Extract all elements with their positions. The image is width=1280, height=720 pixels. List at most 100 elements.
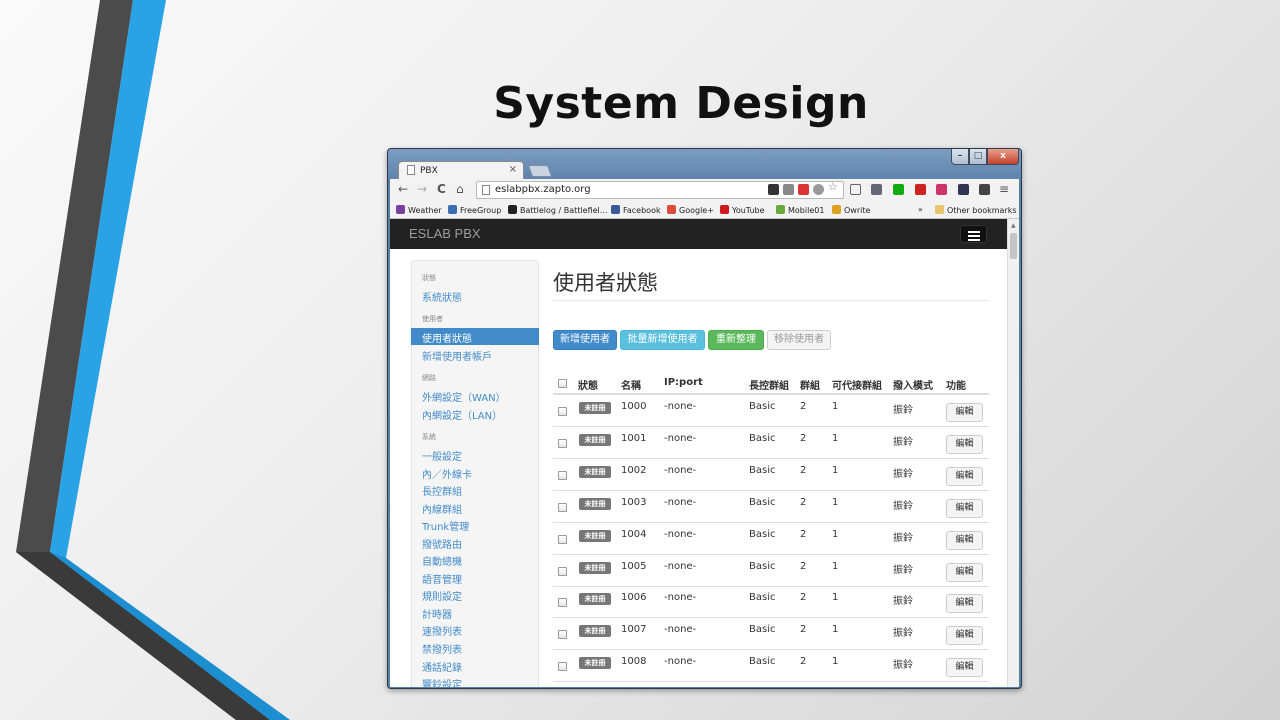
sidebar-item-line-cards[interactable]: 內／外線卡: [422, 470, 472, 481]
row-checkbox[interactable]: [558, 598, 567, 608]
scrollbar-thumb[interactable]: [1010, 233, 1017, 259]
column-header: 名稱: [621, 381, 641, 392]
sidebar-item-control-groups[interactable]: 長控群組: [422, 487, 462, 498]
add-user-button[interactable]: 新增使用者: [553, 330, 617, 350]
sidebar-item-voice[interactable]: 語音管理: [422, 575, 462, 586]
bookmark-item[interactable]: FreeGroup: [448, 205, 501, 215]
row-checkbox[interactable]: [558, 662, 567, 672]
other-bookmarks[interactable]: Other bookmarks: [935, 205, 1017, 215]
bookmark-item[interactable]: Mobile01: [776, 205, 824, 215]
cloud-icon[interactable]: [958, 184, 969, 195]
browser-tab[interactable]: PBX ×: [398, 161, 524, 179]
sidebar-item-user-status[interactable]: 使用者狀態: [411, 328, 539, 345]
select-all-checkbox[interactable]: [558, 379, 567, 388]
sidebar-item-timers[interactable]: 計時器: [422, 610, 452, 621]
table-cell-group-ctrl: Basic: [749, 560, 776, 572]
status-badge: 未註冊: [579, 561, 611, 574]
extension-icon[interactable]: [936, 184, 947, 195]
table-cell-group-ctrl: Basic: [749, 464, 776, 476]
column-header: 功能: [946, 381, 966, 392]
sidebar-item-add-user-account[interactable]: 新增使用者帳戶: [422, 352, 492, 363]
row-checkbox[interactable]: [558, 534, 567, 544]
bookmark-item[interactable]: Google+: [667, 205, 714, 215]
sidebar-item-auto-attendant[interactable]: 自動總機: [422, 557, 462, 568]
sidebar-heading: 狀態: [422, 274, 436, 282]
sidebar-item-wan[interactable]: 外網設定（WAN）: [422, 393, 506, 404]
edit-button[interactable]: 編輯: [946, 498, 983, 518]
sidebar-item-general[interactable]: 一般設定: [422, 452, 462, 463]
extension-icon[interactable]: [783, 184, 794, 195]
table-header: 狀態 名稱 IP:port 長控群組 群組 可代接群組 撥入模式 功能: [553, 373, 989, 395]
edit-button[interactable]: 編輯: [946, 562, 983, 582]
table-cell-group-ctrl: Basic: [749, 432, 776, 444]
forward-arrow-icon[interactable]: →: [417, 182, 428, 196]
sidebar-item-system-status[interactable]: 系統狀態: [422, 293, 462, 304]
extension-icon[interactable]: [893, 184, 904, 195]
table-cell-group-ctrl: Basic: [749, 624, 776, 636]
sidebar-item-trunk[interactable]: Trunk管理: [422, 522, 470, 533]
extension-icon[interactable]: [768, 184, 779, 195]
back-arrow-icon[interactable]: ←: [398, 182, 409, 196]
table-cell-group-ctrl: Basic: [749, 496, 776, 508]
edit-button[interactable]: 編輯: [946, 403, 983, 422]
table-cell-group: 2: [800, 656, 807, 668]
mail-icon[interactable]: [871, 184, 882, 195]
extension-icon[interactable]: [915, 184, 926, 195]
app-brand[interactable]: ESLAB PBX: [409, 226, 481, 241]
sidebar-item-dial-routes[interactable]: 撥號路由: [422, 540, 462, 551]
star-icon[interactable]: ☆: [828, 180, 838, 193]
close-window-button[interactable]: x: [987, 149, 1019, 165]
sidebar-item-extension-groups[interactable]: 內線群組: [422, 505, 462, 516]
bookmark-item[interactable]: Battlelog / Battlefiel...: [508, 205, 607, 215]
scroll-up-icon[interactable]: ▲: [1011, 222, 1016, 229]
close-icon[interactable]: ×: [508, 164, 517, 175]
sidebar-item-ring-settings[interactable]: 響鈴設定: [422, 680, 462, 687]
extension-icon[interactable]: [798, 184, 809, 195]
extension-icon[interactable]: [850, 184, 861, 195]
table-cell-mode: 振鈴: [893, 405, 913, 416]
sidebar-item-call-log[interactable]: 通話紀錄: [422, 663, 462, 674]
refresh-button[interactable]: 重新整理: [708, 330, 764, 350]
sidebar-item-speed-dial[interactable]: 速撥列表: [422, 627, 462, 638]
menu-icon[interactable]: ≡: [999, 182, 1010, 196]
pocket-icon[interactable]: [979, 184, 990, 195]
row-checkbox[interactable]: [558, 566, 567, 576]
app-navbar: ESLAB PBX: [390, 219, 1007, 249]
table-cell-ip: -none-: [664, 464, 697, 476]
edit-button[interactable]: 編輯: [946, 658, 983, 678]
table-cell-mode: 振鈴: [893, 436, 913, 448]
edit-button[interactable]: 編輯: [946, 466, 983, 486]
navbar-toggle-button[interactable]: [960, 225, 987, 243]
bulb-icon[interactable]: [813, 184, 824, 195]
scrollbar[interactable]: ▲: [1007, 219, 1019, 687]
tab-title: PBX: [420, 166, 438, 176]
bookmark-item[interactable]: YouTube: [720, 205, 765, 215]
home-icon[interactable]: ⌂: [456, 182, 464, 196]
bookmark-item[interactable]: Owrite: [832, 205, 870, 215]
reload-icon[interactable]: C: [437, 182, 446, 196]
bookmark-icon: [832, 205, 841, 214]
page-viewport: ESLAB PBX ▲ 狀態 系統狀態 使用者 使用者狀態 新增使用者帳戶 網路…: [390, 219, 1019, 687]
bookmark-item[interactable]: Facebook: [611, 205, 661, 215]
edit-button[interactable]: 編輯: [946, 530, 983, 550]
sidebar-item-rules[interactable]: 規則設定: [422, 592, 462, 603]
row-checkbox[interactable]: [558, 502, 567, 512]
sidebar-item-lan[interactable]: 內網設定（LAN）: [422, 411, 503, 422]
row-checkbox[interactable]: [558, 407, 567, 416]
edit-button[interactable]: 編輯: [946, 594, 983, 614]
new-tab-button[interactable]: [527, 165, 553, 177]
bookmarks-more[interactable]: »: [918, 205, 923, 214]
row-checkbox[interactable]: [558, 470, 567, 480]
sidebar-item-blocked[interactable]: 禁撥列表: [422, 645, 462, 656]
bookmark-item[interactable]: Weather: [396, 205, 442, 215]
address-bar[interactable]: eslabpbx.zapto.org: [476, 181, 844, 199]
remove-user-button[interactable]: 移除使用者: [767, 330, 831, 350]
row-checkbox[interactable]: [558, 438, 567, 448]
minimize-button[interactable]: –: [951, 149, 969, 165]
batch-add-user-button[interactable]: 批量新增使用者: [620, 330, 705, 350]
row-checkbox[interactable]: [558, 630, 567, 640]
edit-button[interactable]: 編輯: [946, 626, 983, 646]
maximize-button[interactable]: □: [969, 149, 987, 165]
table-cell-pickup: 1: [832, 432, 839, 444]
edit-button[interactable]: 編輯: [946, 434, 983, 454]
